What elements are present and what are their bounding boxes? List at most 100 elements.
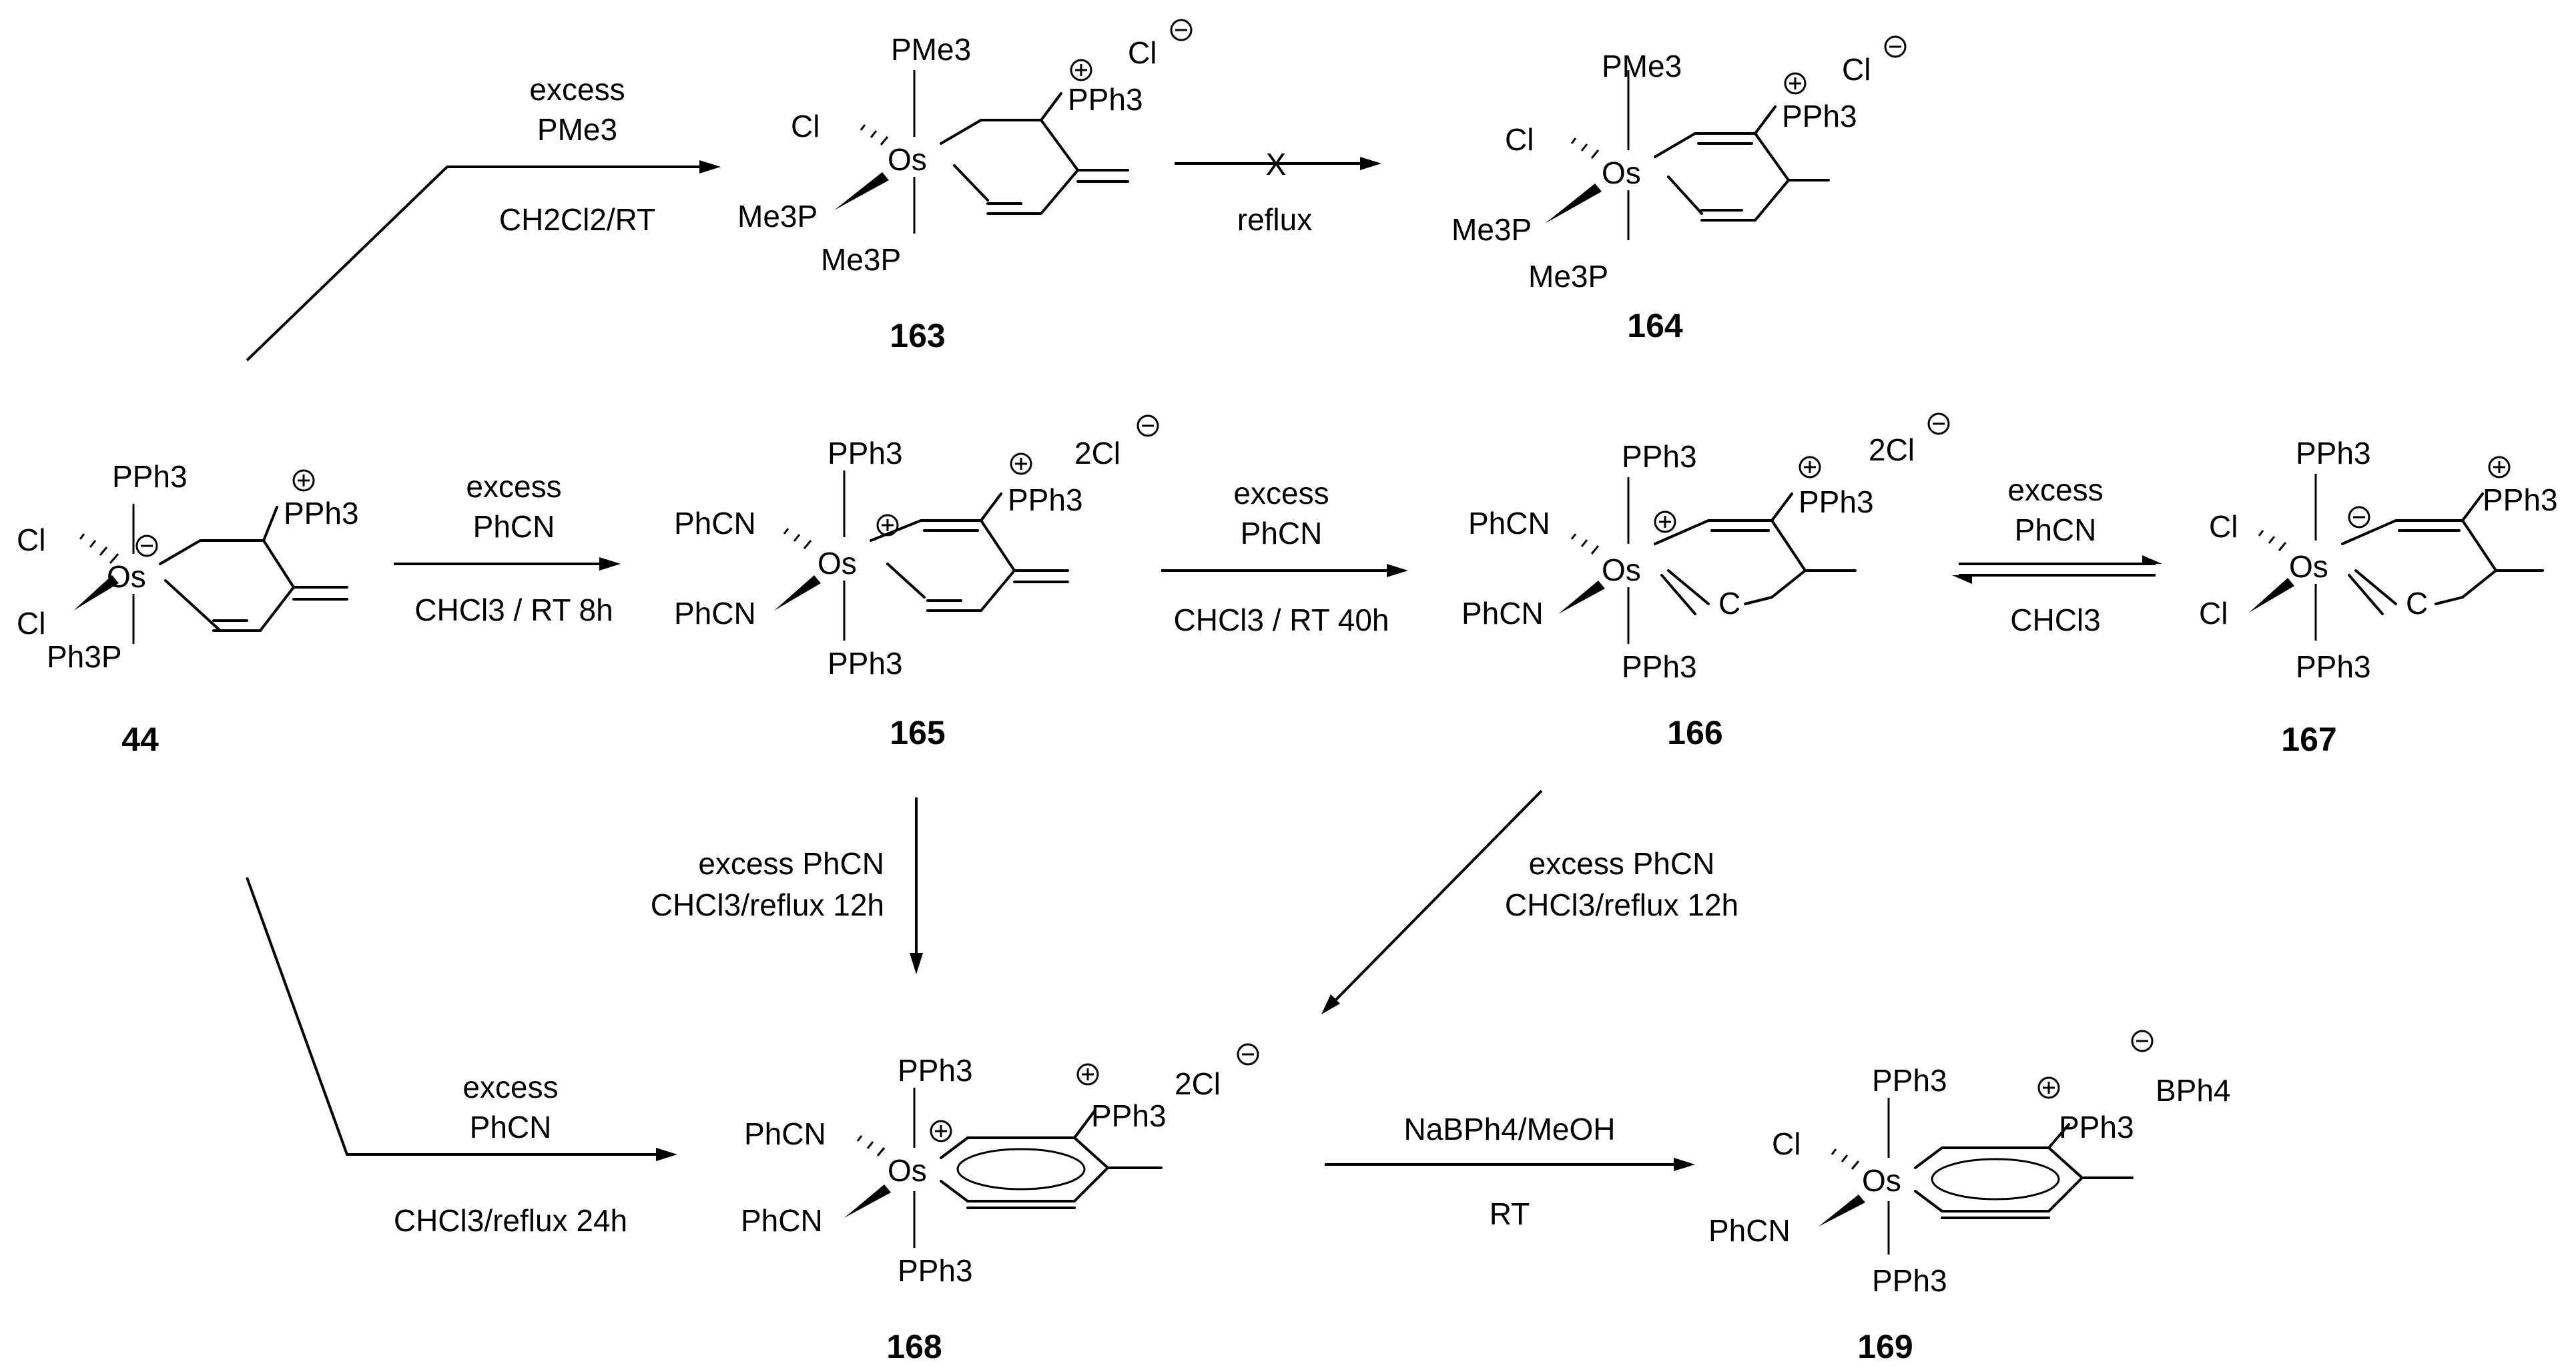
- blocked-mark: X: [1266, 147, 1287, 182]
- svg-text:Os: Os: [1602, 553, 1641, 587]
- svg-text:PPh3: PPh3: [2483, 482, 2558, 517]
- equilibrium-166-167: [1952, 555, 2162, 584]
- svg-text:PhCN: PhCN: [1462, 596, 1544, 631]
- arrow-168-to-169: [1325, 1158, 1695, 1171]
- svg-text:Os: Os: [888, 1153, 927, 1188]
- svg-text:PPh3: PPh3: [2296, 649, 2371, 684]
- svg-text:PPh3: PPh3: [1622, 439, 1697, 474]
- svg-text:PPh3: PPh3: [2059, 1110, 2134, 1144]
- svg-text:excess: excess: [466, 469, 561, 504]
- svg-text:Cl: Cl: [1772, 1126, 1801, 1161]
- svg-text:Cl: Cl: [1505, 122, 1534, 157]
- label-167: 167: [2281, 721, 2336, 758]
- label-163: 163: [890, 317, 945, 354]
- svg-text:PMe3: PMe3: [891, 32, 971, 67]
- svg-text:2Cl: 2Cl: [1869, 432, 1915, 467]
- svg-text:CHCl3/reflux 24h: CHCl3/reflux 24h: [394, 1203, 627, 1238]
- svg-text:PhCN: PhCN: [470, 1110, 552, 1144]
- svg-text:Ph3P: Ph3P: [47, 639, 122, 674]
- svg-text:Os: Os: [2289, 549, 2328, 584]
- svg-text:PPh3: PPh3: [1008, 482, 1083, 517]
- svg-text:PhCN: PhCN: [1468, 506, 1550, 541]
- arrow-166-to-168: [1321, 789, 1543, 1014]
- svg-text:C: C: [1718, 586, 1740, 621]
- svg-text:PhCN: PhCN: [473, 509, 555, 544]
- conditions-to-166: excess PhCN CHCl3 / RT 40h: [1174, 476, 1389, 637]
- conditions-to-169: NaBPh4/MeOH RT: [1403, 1112, 1615, 1231]
- svg-text:Me3P: Me3P: [1528, 259, 1608, 294]
- svg-text:PhCN: PhCN: [1241, 516, 1323, 551]
- conditions-44-to-168: excess PhCN CHCl3/reflux 24h: [394, 1070, 627, 1238]
- svg-text:Me3P: Me3P: [737, 199, 818, 234]
- svg-text:C: C: [2406, 586, 2428, 621]
- label-165: 165: [890, 714, 945, 751]
- conditions-to-164: reflux: [1237, 202, 1312, 237]
- svg-text:Os: Os: [818, 546, 857, 581]
- svg-text:Os: Os: [888, 142, 927, 177]
- svg-text:PhCN: PhCN: [674, 506, 756, 541]
- svg-text:excess: excess: [529, 72, 625, 107]
- svg-text:excess: excess: [462, 1070, 558, 1104]
- svg-text:Os: Os: [1862, 1163, 1901, 1198]
- svg-text:CH2Cl2/RT: CH2Cl2/RT: [499, 202, 655, 237]
- svg-text:PPh3: PPh3: [898, 1253, 973, 1288]
- arrow-163-to-164-blocked: X: [1175, 147, 1381, 182]
- svg-text:BPh4: BPh4: [2156, 1073, 2231, 1108]
- svg-text:CHCl3/reflux 12h: CHCl3/reflux 12h: [1505, 888, 1738, 922]
- compound-167: PPh3 PPh3 Cl Os C Cl PPh3 167: [2199, 436, 2558, 758]
- svg-text:PMe3: PMe3: [1602, 49, 1682, 83]
- svg-text:Me3P: Me3P: [821, 242, 901, 277]
- svg-text:excess: excess: [1233, 476, 1329, 510]
- compound-166: PPh3 PPh3 2Cl PhCN Os C PhCN PPh3 166: [1462, 412, 1950, 751]
- svg-text:PPh3: PPh3: [1622, 649, 1697, 684]
- compound-163: PMe3 PPh3 Cl Cl Os Me3P Me3P 163: [737, 19, 1193, 354]
- conditions-to-163: excess PMe3 CH2Cl2/RT: [499, 72, 655, 237]
- svg-text:PPh3: PPh3: [1068, 82, 1143, 117]
- conditions-166-to-168: excess PhCN CHCl3/reflux 12h: [1505, 846, 1738, 922]
- svg-text:Cl: Cl: [791, 109, 820, 143]
- svg-text:excess PhCN: excess PhCN: [698, 846, 884, 881]
- conditions-to-165: excess PhCN CHCl3 / RT 8h: [414, 469, 613, 627]
- arrow-165-to-168: [910, 797, 923, 974]
- svg-text:RT: RT: [1490, 1196, 1530, 1231]
- svg-text:excess PhCN: excess PhCN: [1529, 846, 1715, 881]
- compound-165: PPh3 PPh3 2Cl PhCN Os PhCN PPh3 165: [674, 414, 1159, 751]
- svg-text:CHCl3/reflux 12h: CHCl3/reflux 12h: [651, 888, 884, 922]
- svg-text:CHCl3 / RT 40h: CHCl3 / RT 40h: [1174, 603, 1389, 637]
- arrow-44-to-165: [394, 557, 621, 571]
- compound-164: PMe3 PPh3 Cl Cl Os Me3P Me3P 164: [1452, 35, 1907, 344]
- svg-text:NaBPh4/MeOH: NaBPh4/MeOH: [1403, 1112, 1615, 1146]
- svg-text:CHCl3: CHCl3: [2010, 603, 2100, 637]
- svg-text:Cl: Cl: [17, 606, 45, 641]
- compound-169: PPh3 PPh3 BPh4 Cl Os PhCN PPh3 169: [1708, 1030, 2231, 1365]
- svg-text:2Cl: 2Cl: [1074, 436, 1120, 470]
- label-164: 164: [1627, 307, 1683, 344]
- svg-text:PhCN: PhCN: [674, 596, 756, 631]
- arrow-165-to-166: [1161, 564, 1408, 577]
- svg-text:PhCN: PhCN: [2015, 512, 2097, 547]
- svg-text:PhCN: PhCN: [1708, 1213, 1791, 1248]
- compound-44: PPh3 PPh3 Cl Cl Os Ph3P 44: [17, 459, 359, 758]
- svg-text:Cl: Cl: [1842, 52, 1871, 87]
- label-168: 168: [886, 1328, 942, 1365]
- svg-text:PPh3: PPh3: [112, 459, 188, 494]
- svg-text:PPh3: PPh3: [898, 1053, 973, 1088]
- svg-text:PhCN: PhCN: [741, 1203, 823, 1238]
- label-44: 44: [121, 721, 159, 758]
- arrow-44-to-168: [246, 877, 677, 1161]
- arrow-44-to-163: [246, 160, 721, 362]
- conditions-165-to-168: excess PhCN CHCl3/reflux 12h: [651, 846, 884, 922]
- svg-text:Cl: Cl: [1128, 35, 1157, 70]
- svg-text:PPh3: PPh3: [828, 436, 903, 470]
- svg-text:PMe3: PMe3: [537, 112, 617, 147]
- svg-text:Os: Os: [1602, 155, 1641, 190]
- svg-text:PhCN: PhCN: [744, 1116, 826, 1151]
- svg-text:PPh3: PPh3: [1799, 484, 1874, 519]
- svg-text:CHCl3 / RT 8h: CHCl3 / RT 8h: [414, 593, 613, 627]
- svg-text:PPh3: PPh3: [828, 646, 903, 681]
- svg-text:excess: excess: [2007, 472, 2103, 507]
- svg-text:2Cl: 2Cl: [1175, 1066, 1221, 1101]
- svg-text:Cl: Cl: [17, 523, 45, 557]
- svg-text:Cl: Cl: [2209, 509, 2238, 544]
